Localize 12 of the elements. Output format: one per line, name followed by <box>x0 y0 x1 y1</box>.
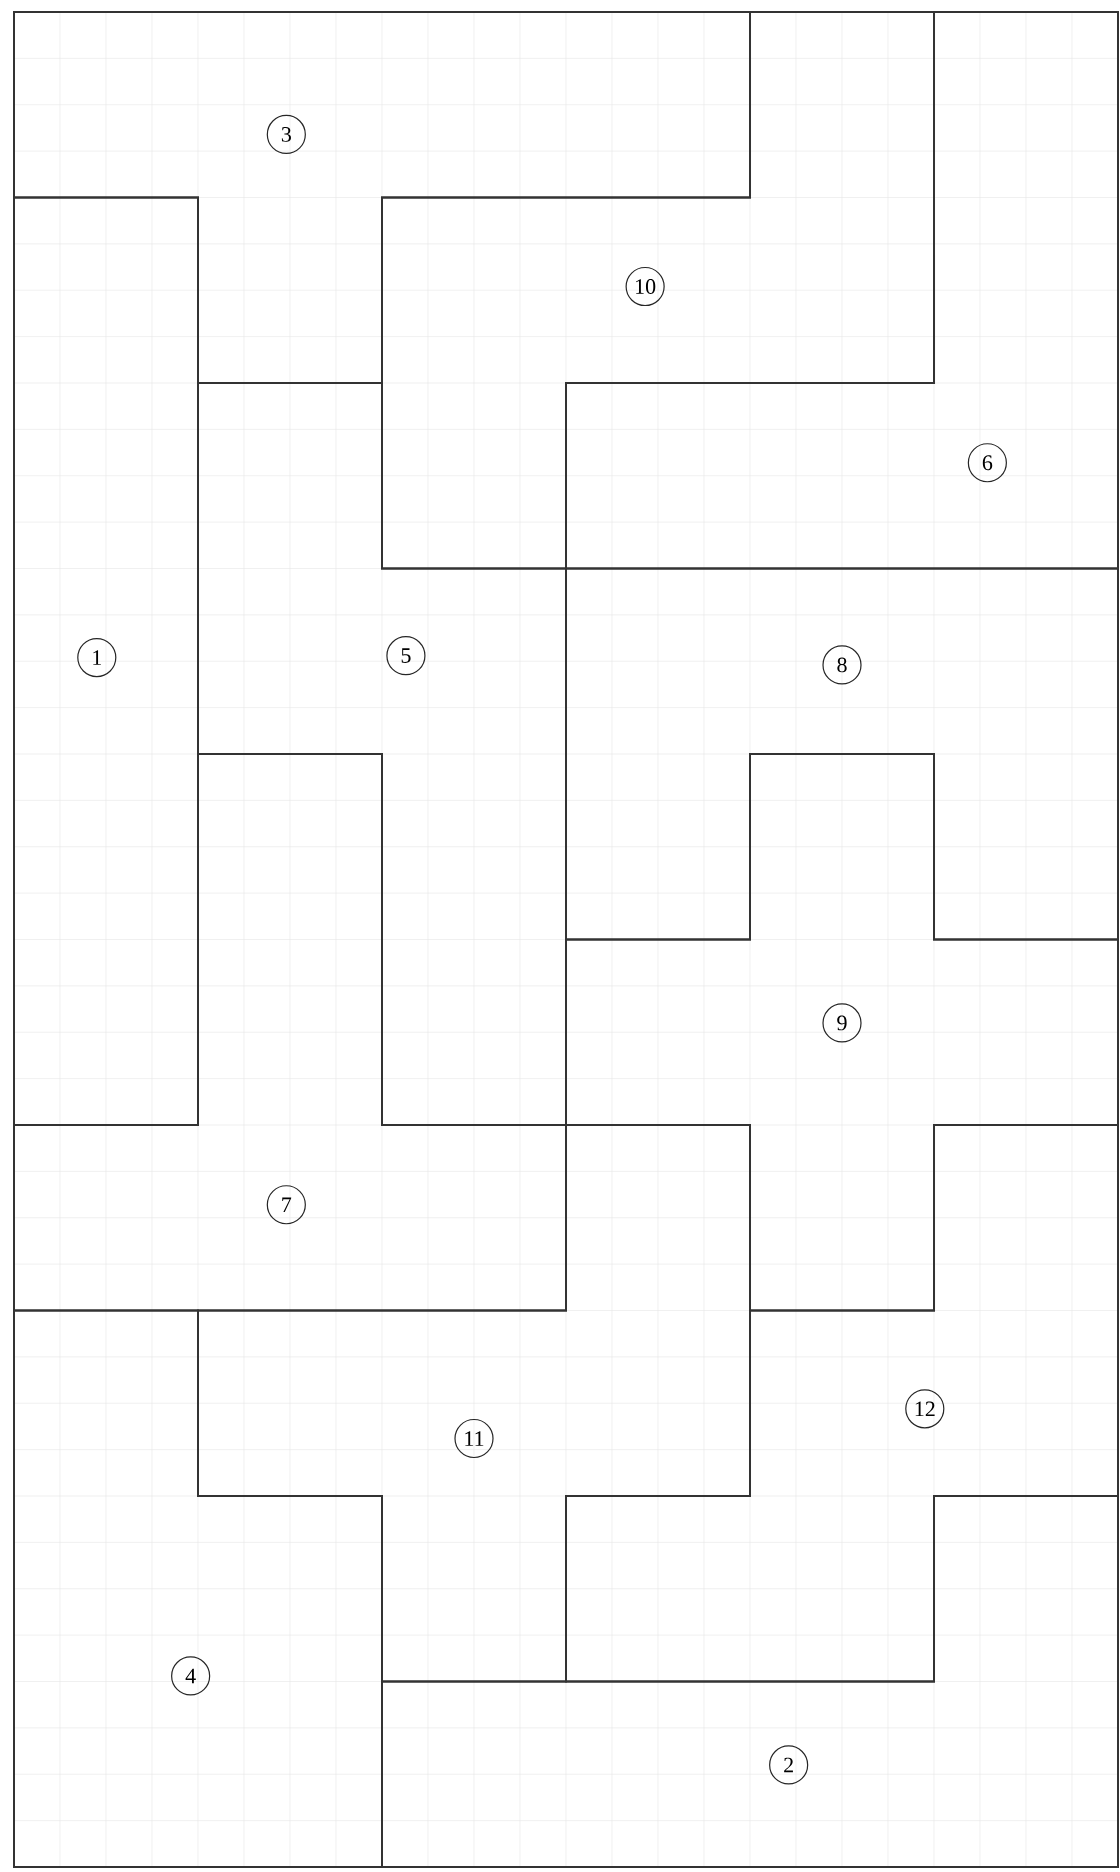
circled-number: 6 <box>967 443 1007 483</box>
circled-number: 11 <box>454 1418 494 1459</box>
circled-number: 1 <box>77 637 117 678</box>
circled-number: 2 <box>769 1745 809 1785</box>
circled-number: 10 <box>625 266 665 307</box>
circled-number: 7 <box>266 1185 306 1225</box>
circled-number: 5 <box>386 636 426 676</box>
circled-number: 3 <box>266 114 306 154</box>
circled-number: 12 <box>905 1389 945 1429</box>
circled-number: 8 <box>822 645 862 685</box>
circled-number: 4 <box>171 1656 211 1696</box>
circled-number: 9 <box>822 1003 862 1043</box>
